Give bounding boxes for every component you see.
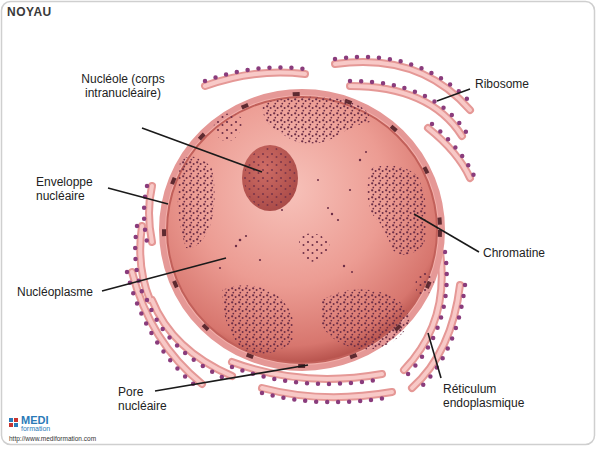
chromatin [259,259,261,261]
leader-lines [108,188,168,204]
logo-mark [9,418,13,422]
leader-lines [428,333,441,378]
part-label: Chromatine [483,246,545,260]
outer-membrane [162,92,442,368]
chromatin [178,156,215,248]
nucleolus-granules [244,147,296,209]
part-label: Nucléole (corps intranucléaire) [80,72,166,100]
chromatin [331,213,333,215]
reticulum-sheets [205,73,305,87]
ribosome-dots [205,68,305,82]
chromatin [359,159,361,161]
chromatin [349,189,351,191]
reticulum-sheets [140,226,150,300]
ribosome-dots [262,393,392,402]
ribosome-dots [335,57,474,106]
leader-lines [437,89,470,101]
reticulum-sheets [132,62,470,397]
chromatin [343,265,345,267]
part-label: Nucléoplasme [17,285,93,299]
leader-lines [102,89,479,391]
chromatin [245,235,247,237]
logo-url: http://www.mediformation.com [9,435,96,443]
chromatin [365,151,367,153]
leader-lines [414,214,479,252]
logo-mark [9,423,13,427]
reticulum-sheets [262,388,392,397]
nucleoplasm [167,97,437,363]
part-label: Réticulum endoplasmique [443,382,553,410]
chromatin [219,267,221,269]
chromatin [262,97,370,144]
part-label: Enveloppe nucléaire [36,175,108,203]
chromatin [415,271,434,297]
reticulum-sheets [262,388,392,397]
logo-text: formation [21,425,50,433]
frame [2,2,595,445]
chromatin [337,219,339,221]
chromatin [222,285,294,353]
reticulum-sheets [428,128,470,178]
chromatin [235,245,237,247]
nucleolus [242,145,298,211]
pores [164,94,440,366]
part-label: Pore nucléaire [118,385,184,413]
ribosome-dots [144,186,147,242]
diagram-title: NOYAU [7,5,52,19]
reticulum-sheets [132,62,470,397]
part-label: Ribosome [475,77,529,91]
ribosome-dots [127,57,474,402]
logo-text: MEDI [21,414,49,426]
chromatin [299,233,330,262]
leader-lines [102,258,226,291]
chromatin [327,207,329,209]
ribosome-dots [432,124,474,176]
leader-lines [155,365,308,391]
chromatin [351,271,353,273]
leader-lines [142,128,262,172]
chromatin [317,179,319,181]
nucleus-body [162,92,442,368]
logo-mark [9,418,18,427]
reticulum-sheets [149,186,152,242]
chromatin [281,209,283,211]
logo-mark [14,418,18,422]
reticulum-sheets [205,73,305,87]
chromatin [322,289,410,350]
chromatin [239,239,242,242]
chromatin [178,97,434,354]
reticulum-sheets [127,57,474,402]
logo-mark [14,423,18,427]
reticulum-sheets [149,186,152,242]
chromatin [367,165,427,254]
ribosome-dots [135,226,145,300]
chromatin [214,113,244,142]
